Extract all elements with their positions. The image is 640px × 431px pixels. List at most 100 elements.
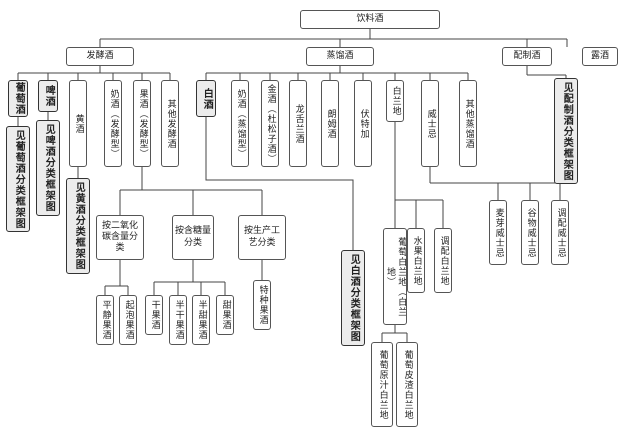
connector bbox=[205, 117, 354, 250]
grape-wine-label: 葡萄酒 bbox=[13, 82, 25, 115]
yellow-wine-ref-node: 见黄酒分类框架图 bbox=[66, 178, 90, 274]
beer-ref-node: 见啤酒分类框架图 bbox=[36, 120, 60, 216]
root-node: 饮料酒 bbox=[300, 10, 440, 29]
co2-group-label: 按二氧化碳含量分类 bbox=[101, 220, 138, 254]
connector bbox=[99, 29, 568, 47]
milk-wine-fermented-node: 奶酒（发酵型） bbox=[104, 80, 122, 167]
beer-ref-label: 见啤酒分类框架图 bbox=[43, 124, 55, 212]
blended-brandy-label: 调配白兰地 bbox=[438, 235, 449, 286]
semi-dry-fruit-wine-node: 半干果酒 bbox=[169, 295, 187, 345]
sugar-group-node: 按含糖量分类 bbox=[172, 215, 214, 260]
grape-pomace-brandy-node: 葡萄皮渣白兰地 bbox=[396, 342, 418, 427]
distilled-label: 蒸馏酒 bbox=[326, 50, 354, 61]
connector bbox=[17, 66, 171, 80]
process-group-node: 按生产工艺分类 bbox=[238, 215, 286, 260]
grain-whisky-label: 谷物威士忌 bbox=[525, 207, 536, 258]
sweet-fruit-wine-label: 甜果酒 bbox=[220, 300, 231, 330]
vodka-node: 伏特加 bbox=[354, 80, 372, 167]
blended-label: 配制酒 bbox=[513, 50, 541, 61]
connector bbox=[526, 66, 567, 78]
connector bbox=[17, 112, 79, 178]
tequila-label: 龙舌兰酒 bbox=[293, 103, 304, 144]
baijiu-ref-node: 见白酒分类框架图 bbox=[341, 250, 365, 346]
blended-whisky-node: 调配威士忌 bbox=[551, 200, 569, 265]
other-fermented-label: 其他发酵酒 bbox=[165, 98, 176, 149]
connector bbox=[104, 260, 129, 295]
connector bbox=[429, 167, 561, 200]
tequila-node: 龙舌兰酒 bbox=[289, 80, 307, 167]
fruit-wine-node: 果酒（发酵型） bbox=[133, 80, 151, 167]
whisky-label: 威士忌 bbox=[425, 108, 436, 139]
grape-juice-brandy-label: 葡萄原汁白兰地 bbox=[377, 349, 388, 420]
rum-label: 朗姆酒 bbox=[325, 108, 336, 139]
dry-fruit-wine-label: 干果酒 bbox=[149, 300, 160, 330]
beer-label: 啤酒 bbox=[43, 85, 55, 107]
sparkling-fruit-wine-label: 起泡果酒 bbox=[123, 300, 134, 340]
fruit-brandy-node: 水果白兰地 bbox=[407, 228, 425, 293]
sparkling-fruit-wine-node: 起泡果酒 bbox=[119, 295, 137, 345]
connector bbox=[381, 325, 408, 342]
process-group-label: 按生产工艺分类 bbox=[243, 226, 280, 248]
blended-brandy-node: 调配白兰地 bbox=[434, 228, 452, 293]
special-fruit-wine-label: 特种果酒 bbox=[257, 285, 268, 325]
dew-node: 露酒 bbox=[582, 47, 618, 66]
connector bbox=[394, 122, 444, 228]
brandy-node: 白兰地 bbox=[386, 80, 404, 122]
grape-juice-brandy-node: 葡萄原汁白兰地 bbox=[371, 342, 393, 427]
milk-wine-distilled-label: 奶酒（蒸馏型） bbox=[235, 88, 246, 159]
yellow-wine-ref-label: 见黄酒分类框架图 bbox=[73, 182, 85, 270]
sugar-group-label: 按含糖量分类 bbox=[175, 226, 212, 248]
semi-sweet-fruit-wine-label: 半甜果酒 bbox=[196, 300, 207, 340]
co2-group-node: 按二氧化碳含量分类 bbox=[96, 215, 144, 260]
fruit-brandy-label: 水果白兰地 bbox=[411, 235, 422, 286]
vodka-label: 伏特加 bbox=[358, 108, 369, 139]
baijiu-node: 白酒 bbox=[196, 80, 216, 117]
malt-whisky-node: 麦芽威士忌 bbox=[489, 200, 507, 265]
gin-node: 金酒（杜松子酒） bbox=[261, 80, 279, 167]
special-fruit-wine-node: 特种果酒 bbox=[253, 280, 271, 330]
grape-wine-ref-label: 见葡萄酒分类框架图 bbox=[13, 129, 25, 229]
connector bbox=[205, 66, 469, 80]
milk-wine-fermented-label: 奶酒（发酵型） bbox=[108, 88, 119, 159]
blended-ref-node: 见配制酒分类框架图 bbox=[554, 78, 578, 184]
sweet-fruit-wine-node: 甜果酒 bbox=[216, 295, 234, 335]
connector bbox=[119, 167, 263, 215]
gin-label: 金酒（杜松子酒） bbox=[265, 83, 276, 164]
grape-wine-node: 葡萄酒 bbox=[8, 80, 28, 117]
dry-fruit-wine-node: 干果酒 bbox=[145, 295, 163, 335]
yellow-wine-label: 黄酒 bbox=[73, 113, 84, 134]
grape-pomace-brandy-label: 葡萄皮渣白兰地 bbox=[402, 349, 413, 420]
semi-dry-fruit-wine-label: 半干果酒 bbox=[173, 300, 184, 340]
dew-label: 露酒 bbox=[590, 50, 609, 61]
other-distilled-label: 其他蒸馏酒 bbox=[463, 98, 474, 149]
rum-node: 朗姆酒 bbox=[321, 80, 339, 167]
baijiu-label: 白酒 bbox=[201, 87, 213, 110]
blended-node: 配制酒 bbox=[502, 47, 552, 66]
beer-node: 啤酒 bbox=[38, 80, 58, 112]
blended-whisky-label: 调配威士忌 bbox=[555, 207, 566, 258]
semi-sweet-fruit-wine-node: 半甜果酒 bbox=[192, 295, 210, 345]
root-label: 饮料酒 bbox=[356, 13, 384, 24]
blended-ref-label: 见配制酒分类框架图 bbox=[561, 81, 573, 181]
fruit-wine-label: 果酒（发酵型） bbox=[137, 88, 148, 159]
still-fruit-wine-label: 平静果酒 bbox=[100, 300, 111, 340]
whisky-node: 威士忌 bbox=[421, 80, 439, 167]
fermented-label: 发酵酒 bbox=[86, 50, 114, 61]
grape-brandy-node: 葡萄白兰地（白兰地） bbox=[383, 228, 407, 325]
other-distilled-node: 其他蒸馏酒 bbox=[459, 80, 477, 167]
milk-wine-distilled-node: 奶酒（蒸馏型） bbox=[231, 80, 249, 167]
other-fermented-node: 其他发酵酒 bbox=[161, 80, 179, 167]
brandy-label: 白兰地 bbox=[390, 86, 401, 116]
grain-whisky-node: 谷物威士忌 bbox=[521, 200, 539, 265]
baijiu-ref-label: 见白酒分类框架图 bbox=[348, 254, 360, 342]
grape-brandy-label: 葡萄白兰地（白兰地） bbox=[385, 236, 407, 317]
grape-wine-ref-node: 见葡萄酒分类框架图 bbox=[6, 126, 30, 232]
yellow-wine-node: 黄酒 bbox=[69, 80, 87, 167]
fermented-node: 发酵酒 bbox=[66, 47, 134, 66]
distilled-node: 蒸馏酒 bbox=[306, 47, 374, 66]
malt-whisky-label: 麦芽威士忌 bbox=[493, 207, 504, 258]
connector bbox=[153, 260, 226, 295]
still-fruit-wine-node: 平静果酒 bbox=[96, 295, 114, 345]
